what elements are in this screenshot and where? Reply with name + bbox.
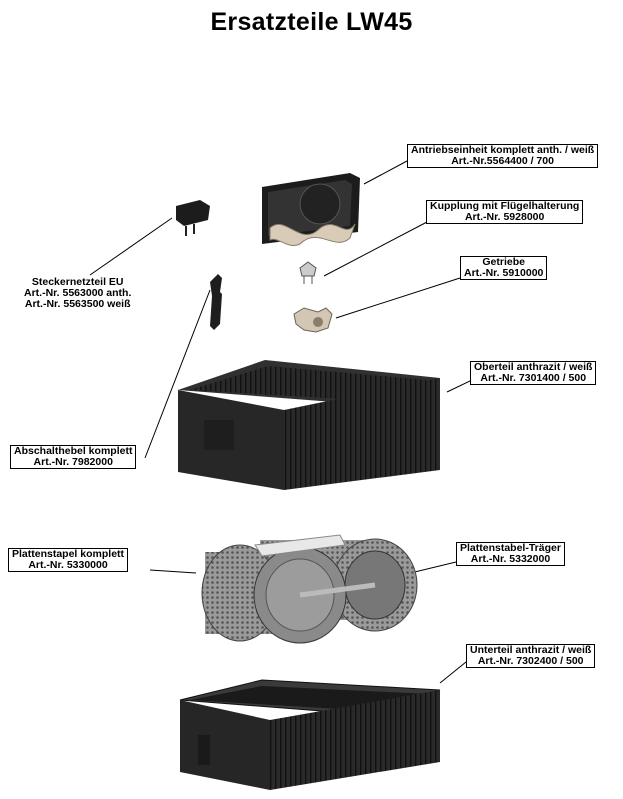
part-number: Art.-Nr. 5332000	[470, 553, 551, 565]
page-title: Ersatzteile LW45	[210, 8, 413, 36]
label-plate-stack: Plattenstapel komplett Art.-Nr. 5330000	[8, 548, 129, 572]
part-name: Plattenstapel komplett	[12, 548, 125, 560]
part-number: Art.-Nr. 5563500 weiß	[24, 298, 131, 310]
part-name: Unterteil anthrazit / weiß	[470, 644, 592, 656]
drive-unit-illustration	[262, 173, 360, 246]
coupling-illustration	[299, 261, 317, 284]
gearbox-illustration	[293, 307, 333, 333]
switch-lever-illustration	[210, 274, 222, 330]
part-number: Art.-Nr. 5563000 anth.	[24, 287, 132, 299]
label-plate-carrier: Plattenstabel-Träger Art.-Nr. 5332000	[456, 542, 565, 566]
part-number: Art.-Nr. 5330000	[28, 559, 108, 571]
part-name: Antriebseinheit komplett anth. / weiß	[411, 144, 595, 156]
part-number: Art.-Nr. 7301400 / 500	[480, 372, 587, 384]
part-number: Art.-Nr. 7302400 / 500	[477, 655, 584, 667]
label-gearbox: Getriebe Art.-Nr. 5910000	[460, 256, 548, 280]
label-upper-housing: Oberteil anthrazit / weiß Art.-Nr. 73014…	[470, 361, 597, 385]
label-switch-lever: Abschalthebel komplett Art.-Nr. 7982000	[10, 445, 137, 469]
part-name: Steckernetzteil EU	[31, 276, 124, 288]
part-number: Art.-Nr. 7982000	[33, 456, 113, 468]
lower-housing-illustration	[179, 679, 441, 790]
plate-stack-illustration	[201, 534, 418, 644]
label-lower-housing: Unterteil anthrazit / weiß Art.-Nr. 7302…	[466, 644, 596, 668]
upper-housing-illustration	[178, 360, 440, 490]
label-power-adapter: Steckernetzteil EU Art.-Nr. 5563000 anth…	[24, 277, 131, 310]
part-number: Art.-Nr.5564400 / 700	[451, 155, 554, 167]
label-drive-unit: Antriebseinheit komplett anth. / weiß Ar…	[407, 144, 599, 168]
power-adapter-illustration	[176, 200, 210, 236]
part-name: Abschalthebel komplett	[14, 445, 133, 457]
part-name: Plattenstabel-Träger	[460, 542, 561, 554]
part-name: Getriebe	[482, 256, 525, 268]
label-coupling: Kupplung mit Flügelhalterung Art.-Nr. 59…	[426, 200, 584, 224]
part-number: Art.-Nr. 5928000	[464, 211, 545, 223]
leader-lines	[89, 160, 473, 684]
part-number: Art.-Nr. 5910000	[464, 267, 544, 279]
part-name: Kupplung mit Flügelhalterung	[430, 200, 580, 212]
part-name: Oberteil anthrazit / weiß	[474, 361, 593, 373]
